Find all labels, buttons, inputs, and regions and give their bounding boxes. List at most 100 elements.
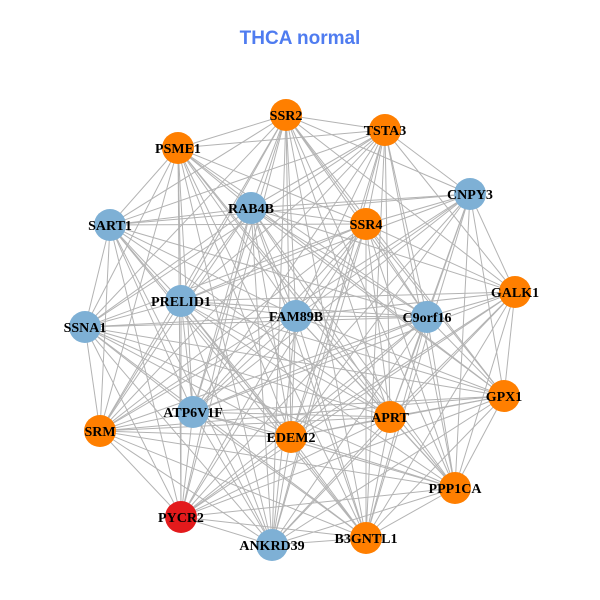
node-SART1[interactable]: SART1 xyxy=(88,209,132,241)
edge-SRM-PYCR2 xyxy=(99,430,182,518)
edge-RAB4B-SART1 xyxy=(109,207,252,226)
edge-SART1-SSR4 xyxy=(109,223,367,226)
edge-C9orf16-EDEM2 xyxy=(290,316,428,438)
edge-FAM89B-SSNA1 xyxy=(84,315,297,328)
edge-GALK1-PRELID1 xyxy=(180,291,516,302)
node-label: RAB4B xyxy=(228,202,274,217)
node-label: PPP1CA xyxy=(429,482,483,497)
edge-SART1-ATP6V1F xyxy=(109,224,194,413)
node-label: C9orf16 xyxy=(403,311,452,326)
node-circle[interactable] xyxy=(165,501,197,533)
edge-SSR2-SART1 xyxy=(109,114,287,226)
node-circle[interactable] xyxy=(69,311,101,343)
edge-CNPY3-SSR4 xyxy=(365,193,471,225)
node-circle[interactable] xyxy=(84,415,116,447)
edge-C9orf16-APRT xyxy=(389,316,428,418)
node-circle[interactable] xyxy=(275,421,307,453)
edge-PPP1CA-PYCR2 xyxy=(180,487,456,518)
edge-SRM-ANKRD39 xyxy=(99,430,273,546)
edge-PSME1-APRT xyxy=(177,147,391,418)
node-label: PRELID1 xyxy=(151,295,211,310)
node-PRELID1[interactable]: PRELID1 xyxy=(151,285,211,317)
node-circle[interactable] xyxy=(162,132,194,164)
edge-TSTA3-EDEM2 xyxy=(290,129,386,438)
node-FAM89B[interactable]: FAM89B xyxy=(269,300,323,332)
node-SSNA1[interactable]: SSNA1 xyxy=(64,311,107,343)
edge-GPX1-B3GNTL1 xyxy=(365,395,505,539)
node-APRT[interactable]: APRT xyxy=(371,401,409,433)
node-label: SSR4 xyxy=(350,218,383,233)
node-CNPY3[interactable]: CNPY3 xyxy=(447,178,493,210)
node-circle[interactable] xyxy=(411,301,443,333)
edge-SSR2-EDEM2 xyxy=(285,114,292,438)
edge-PSME1-SSR4 xyxy=(177,147,367,225)
edges-layer xyxy=(84,114,516,546)
edge-TSTA3-RAB4B xyxy=(250,129,386,209)
edge-C9orf16-GPX1 xyxy=(426,316,505,397)
node-SSR4[interactable]: SSR4 xyxy=(350,208,383,240)
node-RAB4B[interactable]: RAB4B xyxy=(228,192,274,224)
edge-SSR4-SSNA1 xyxy=(84,223,367,328)
node-TSTA3[interactable]: TSTA3 xyxy=(364,114,407,146)
node-label: SSNA1 xyxy=(64,321,107,336)
node-circle[interactable] xyxy=(454,178,486,210)
node-label: FAM89B xyxy=(269,310,323,325)
edge-TSTA3-PRELID1 xyxy=(180,129,386,302)
node-circle[interactable] xyxy=(235,192,267,224)
node-circle[interactable] xyxy=(280,300,312,332)
edge-SSR4-C9orf16 xyxy=(365,223,428,318)
node-circle[interactable] xyxy=(350,208,382,240)
edge-SSNA1-PPP1CA xyxy=(84,326,456,489)
node-circle[interactable] xyxy=(270,99,302,131)
edge-PSME1-ANKRD39 xyxy=(177,147,273,546)
node-label: CNPY3 xyxy=(447,188,493,203)
node-circle[interactable] xyxy=(488,380,520,412)
node-label: EDEM2 xyxy=(267,431,316,446)
node-GPX1[interactable]: GPX1 xyxy=(486,380,523,412)
node-circle[interactable] xyxy=(369,114,401,146)
node-label: APRT xyxy=(371,411,409,426)
node-circle[interactable] xyxy=(499,276,531,308)
node-PPP1CA[interactable]: PPP1CA xyxy=(429,472,483,504)
node-circle[interactable] xyxy=(177,396,209,428)
edge-PSME1-SART1 xyxy=(109,147,179,226)
node-circle[interactable] xyxy=(94,209,126,241)
node-circle[interactable] xyxy=(350,522,382,554)
edge-SSNA1-SRM xyxy=(84,326,101,432)
edge-SSR2-RAB4B xyxy=(250,114,287,209)
edge-CNPY3-GALK1 xyxy=(469,193,516,293)
node-circle[interactable] xyxy=(374,401,406,433)
edge-PRELID1-SSNA1 xyxy=(84,300,182,328)
edge-RAB4B-PRELID1 xyxy=(180,207,252,302)
edge-SSNA1-EDEM2 xyxy=(84,326,292,438)
edge-SSR4-FAM89B xyxy=(295,223,367,317)
edge-SSR4-ANKRD39 xyxy=(271,223,367,546)
edge-RAB4B-C9orf16 xyxy=(250,207,428,318)
node-ATP6V1F[interactable]: ATP6V1F xyxy=(163,396,223,428)
node-circle[interactable] xyxy=(165,285,197,317)
edge-SART1-SSNA1 xyxy=(84,224,111,328)
edge-CNPY3-B3GNTL1 xyxy=(365,193,471,539)
node-ANKRD39[interactable]: ANKRD39 xyxy=(239,529,305,561)
node-PYCR2[interactable]: PYCR2 xyxy=(158,501,204,533)
node-B3GNTL1[interactable]: B3GNTL1 xyxy=(334,522,398,554)
node-label: PSME1 xyxy=(155,142,201,157)
edge-GALK1-APRT xyxy=(389,291,516,418)
node-circle[interactable] xyxy=(256,529,288,561)
edge-SSNA1-GPX1 xyxy=(84,326,505,397)
edge-ATP6V1F-PYCR2 xyxy=(180,411,194,518)
edge-RAB4B-PPP1CA xyxy=(250,207,456,489)
node-circle[interactable] xyxy=(439,472,471,504)
node-label: PYCR2 xyxy=(158,511,204,526)
node-SSR2[interactable]: SSR2 xyxy=(270,99,303,131)
node-C9orf16[interactable]: C9orf16 xyxy=(403,301,452,333)
edge-PSME1-FAM89B xyxy=(177,147,297,317)
edge-SRM-EDEM2 xyxy=(99,430,292,438)
edge-C9orf16-SSNA1 xyxy=(84,316,428,328)
node-EDEM2[interactable]: EDEM2 xyxy=(267,421,316,453)
node-GALK1[interactable]: GALK1 xyxy=(491,276,539,308)
node-SRM[interactable]: SRM xyxy=(84,415,116,447)
edge-EDEM2-B3GNTL1 xyxy=(290,436,367,539)
node-PSME1[interactable]: PSME1 xyxy=(155,132,201,164)
